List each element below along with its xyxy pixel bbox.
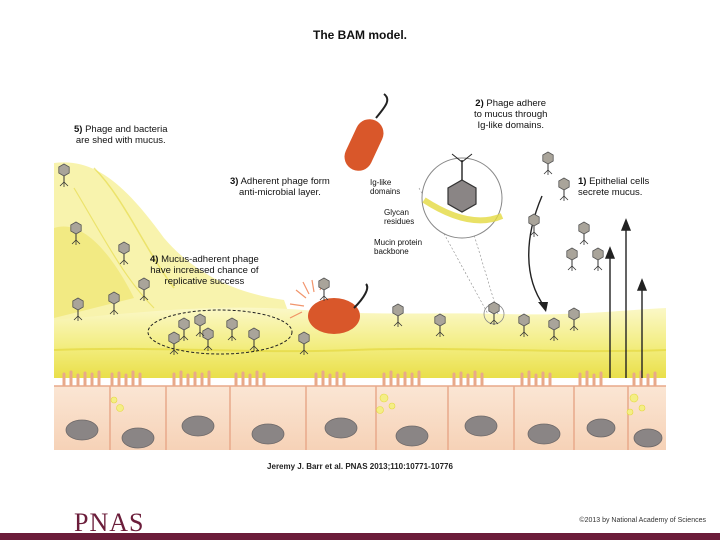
inset-zoom [418, 153, 505, 326]
figure-title: The BAM model. [312, 28, 407, 42]
step2-label: 2) Phage adhere to mucus through Ig-like… [474, 98, 548, 131]
step3-label: 3) Adherent phage form anti-microbial la… [230, 176, 330, 198]
pnas-logo: PNAS [74, 508, 145, 537]
diagram-graphic [54, 88, 666, 450]
footer-bar [0, 533, 720, 540]
bacterium-top [344, 93, 389, 171]
citation: Jeremy J. Barr et al. PNAS 2013;110:1077… [267, 462, 453, 471]
step4-label: 4) Mucus-adherent phage have increased c… [150, 254, 259, 287]
secretion-arrows [604, 218, 648, 378]
step5-label: 5) Phage and bacteria are shed with mucu… [74, 124, 168, 146]
adherent-phage-region [147, 309, 293, 355]
epithelial-cells [54, 385, 666, 450]
mucus-layer [54, 307, 666, 378]
nuclei [65, 415, 663, 449]
adhere-arrow [528, 195, 545, 307]
step1-label: 1) Epithelial cells secrete mucus. [578, 176, 650, 198]
bam-diagram: 1) Epithelial cells secrete mucus. 2) Ph… [54, 88, 666, 450]
copyright: ©2013 by National Academy of Sciences [579, 517, 706, 524]
